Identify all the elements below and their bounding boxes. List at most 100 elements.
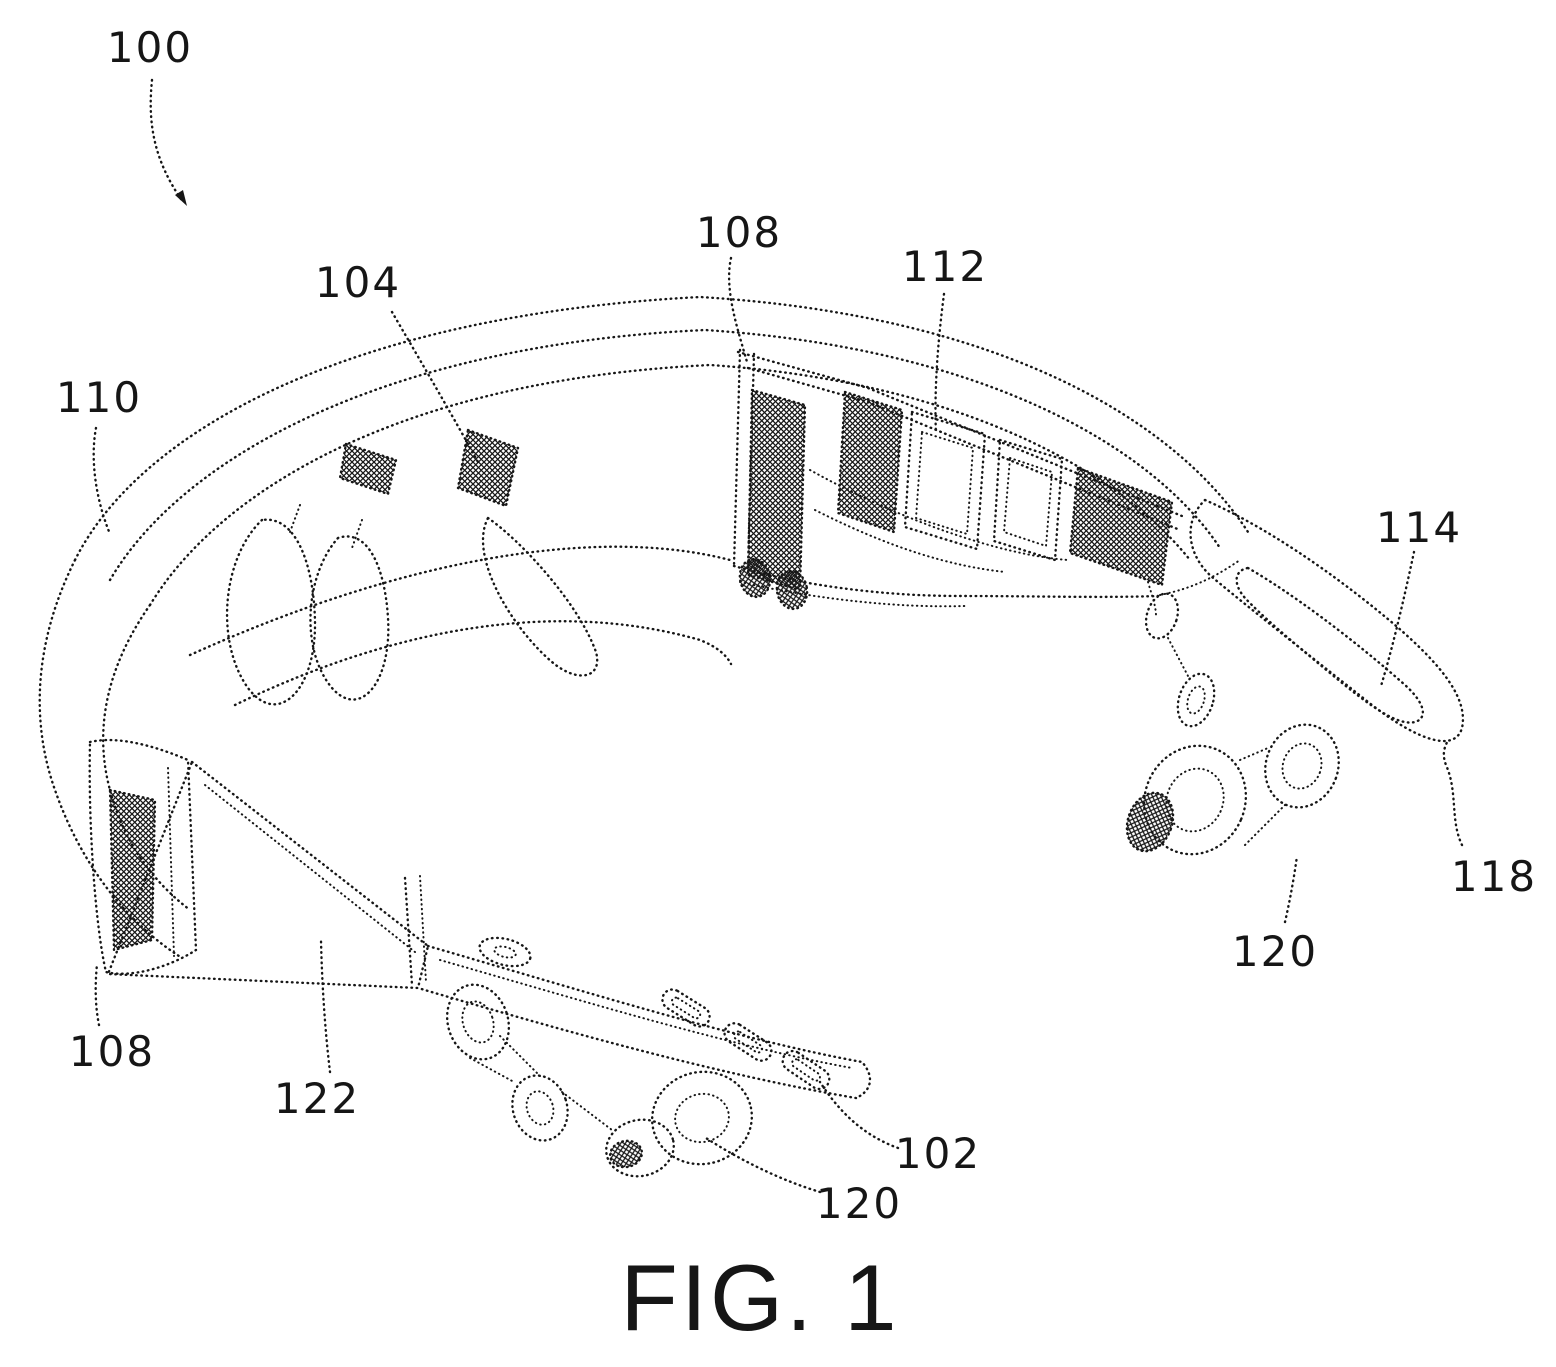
arm-vent-3-inner [791,1058,821,1082]
circuit-board-2-outer [903,410,987,551]
headband-inner-arc [148,363,1192,607]
left-speaker-body-inner [674,1092,730,1144]
nose-pad-right [481,516,599,677]
module-right-block [1068,466,1174,587]
right-speaker-link-2 [1176,672,1216,728]
leader-108-left [94,962,101,1027]
ref-label-102: 102 [895,1129,981,1178]
circuit-board-3-outer [992,438,1064,562]
leader-102 [818,1080,900,1150]
nose-pad-stem-2 [351,519,363,549]
headband-middle-arc [108,328,1222,582]
nose-pads [225,504,599,706]
right-speaker-body [1142,744,1248,856]
right-speaker-connector-2 [1244,801,1289,846]
rear-arm-outline [1189,498,1465,743]
rear-adjustment-arm [1189,498,1465,743]
leader-100 [149,78,185,204]
module-brace-1 [809,469,1069,561]
headband [38,295,1250,960]
arm-vent-1 [661,988,711,1028]
figure-caption: FIG. 1 [620,1245,899,1350]
ref-label-110: 110 [56,373,142,422]
ref-label-118: 118 [1451,852,1537,901]
leader-104 [390,310,480,464]
module-top-edge [736,350,1184,518]
leader-112 [934,292,946,436]
module-foot-1 [738,557,772,599]
nose-pad-stem-1 [289,504,301,533]
pod-outline [88,738,198,975]
headband-left-loop-outer [38,558,184,960]
ref-label-112: 112 [902,242,988,291]
ref-label-120-bottom: 120 [816,1179,902,1228]
ref-label-104: 104 [315,258,401,307]
right-speaker-link-1 [1144,592,1180,640]
module-bottom-inner-edge [739,581,966,608]
ref-label-100: 100 [107,23,193,72]
ref-labels: 100 104 108 112 110 114 118 120 108 122 … [56,23,1537,1228]
leader-114 [1379,550,1416,688]
right-speaker-link-2-inner [1186,685,1206,715]
left-speaker-link-1 [445,983,511,1061]
ref-label-122: 122 [274,1074,360,1123]
arm-screw-slot-inner [493,945,517,959]
ref-label-108-left: 108 [69,1027,155,1076]
arm-panel [106,760,430,990]
left-speaker-link-bar-1 [469,1057,515,1083]
module-foot-2 [775,569,809,611]
headband-clip-left [338,442,398,496]
circuit-board-2-inner [915,431,974,535]
right-speaker-connector-1 [1239,747,1269,761]
module-bottom-edge [732,564,1160,599]
arm-bar-inner [439,959,853,1069]
module-brace-2 [814,509,1006,573]
arm-vent-1-inner [670,996,702,1020]
headband-left-loop-inner [102,603,192,912]
circuit-board-3-inner [1003,457,1053,547]
nose-pad-left [225,518,317,706]
arm-bar-top [426,944,872,1100]
leader-lines [92,78,1464,1194]
leader-100-arrowhead [175,190,187,206]
nose-pad-middle [309,535,390,701]
leader-122 [319,938,332,1074]
left-speaker-link-bar-3 [561,1091,613,1131]
arm-rib-2 [419,875,427,983]
left-speaker-link-2-inner [525,1090,555,1126]
headband-front-lower-edge [188,545,732,657]
left-speaker [445,983,754,1178]
arm-bar-bottom [416,986,858,1100]
module-band-join [1159,559,1241,596]
leader-108-top [727,256,749,364]
left-speaker-ear-cap [608,1139,644,1169]
leader-110 [92,426,112,536]
left-speaker-ear-tip [605,1118,675,1178]
left-temple-arm [106,760,872,1100]
arm-vent-2 [723,1022,773,1062]
headband-front-inner-edge [233,620,733,707]
right-speaker-ear-tip [1125,791,1175,853]
left-side-pod [88,738,198,975]
leader-120-bottom [704,1136,822,1194]
right-speaker-rear-cylinder [1264,723,1340,809]
arm-screw-slot [478,936,532,968]
circuit-board-1 [836,390,904,534]
arm-vent-2-inner [732,1030,764,1054]
arm-panel-inner-line [204,784,416,953]
left-speaker-link-bar-2 [499,1035,541,1077]
ref-label-114: 114 [1376,503,1462,552]
arm-rib [403,876,414,987]
headband-clip-right [456,428,520,508]
module-left-edge-outer [732,348,742,568]
leader-120-right [1283,854,1299,924]
left-speaker-body [650,1070,754,1166]
pod-inner-panel [108,788,157,952]
right-speaker-rear-cylinder-inner [1281,742,1323,790]
leader-118 [1442,738,1464,847]
right-speaker [1125,581,1340,856]
left-speaker-link-2 [511,1074,569,1142]
arm-vent-3 [781,1049,831,1091]
display-module [732,348,1241,611]
